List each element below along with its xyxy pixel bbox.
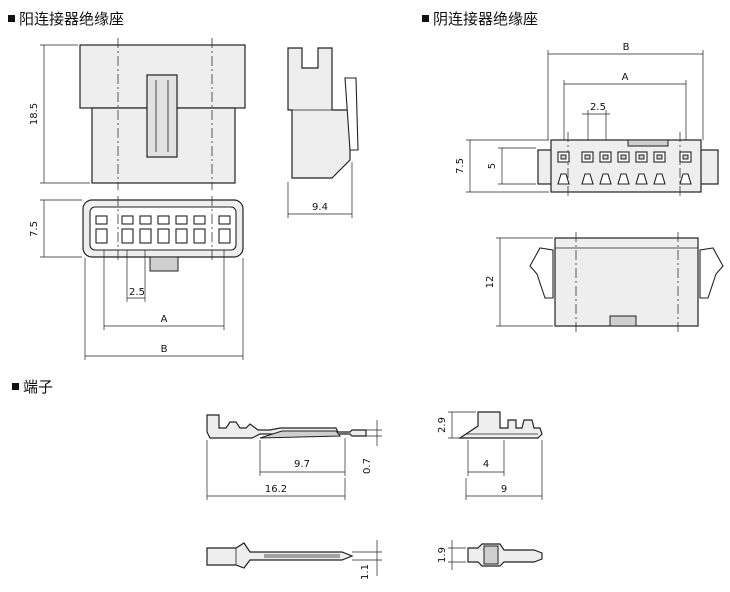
male-face-latch [149,256,179,272]
dim-male-a: A [161,314,168,325]
dim-female-pitch: 2.5 [590,102,606,113]
female-right-arm [699,247,724,299]
male-face-view: 7.5 2.5 A B [29,196,244,360]
male-housing-heading: 阳连接器绝缘座 [8,8,124,29]
female-side-body [554,237,699,327]
male-side-lock [344,77,359,151]
female-side-view: 12 [485,232,724,332]
dim-male-height: 18.5 [29,103,40,125]
male-side-body [287,47,351,179]
terminal-title: 端子 [23,378,54,396]
dim-male-front-height: 7.5 [29,221,40,237]
male-side-view: 9.4 [287,47,359,218]
dim-female-side-height: 12 [485,276,496,289]
female-top-ridge [627,139,669,147]
dim-terminal-total-length: 16.2 [265,484,287,495]
dim-terminal-crimp-length: 9.7 [294,459,310,470]
dim-female-b: B [623,42,630,53]
female-right-tab [699,149,719,185]
male-cavities [95,215,231,244]
dim-terminal-width-right: 1.9 [437,547,448,563]
dim-terminal-barrel: 4 [483,459,489,470]
dim-male-depth: 9.4 [312,202,328,213]
bullet-square-icon [422,15,429,22]
female-side-latch [609,315,637,327]
female-housing-title: 阴连接器绝缘座 [433,10,539,28]
bullet-square-icon [8,15,15,22]
terminal-top-barrel-right [483,545,499,565]
male-housing-title: 阳连接器绝缘座 [19,10,125,28]
terminal-top-body-left [206,542,354,569]
terminal-heading: 端子 [12,376,53,397]
male-front-view: 18.5 [29,38,246,190]
dim-terminal-thickness: 0.7 [362,458,373,474]
dim-female-height-inner: 5 [487,163,498,169]
dim-male-b: B [161,344,168,355]
terminal-side-spring [259,430,342,439]
terminal-top-view-right: 1.9 [437,540,543,570]
dim-female-a: A [622,72,629,83]
female-top-view: B A 2.5 [455,42,719,198]
terminal-side-view: 9.7 16.2 0.7 [206,414,382,500]
terminal-top-view-left: 1.1 [206,540,382,580]
terminal-end-view: 2.9 4 9 [437,411,543,500]
terminal-end-body [458,411,543,439]
dim-male-pitch: 2.5 [129,287,145,298]
dim-terminal-end-length: 9 [501,484,507,495]
male-latch [146,74,178,158]
dim-terminal-width-left: 1.1 [360,564,371,580]
dim-female-height-outer: 7.5 [455,158,466,174]
female-housing-heading: 阴连接器绝缘座 [422,8,538,29]
female-cavities [557,151,692,185]
bullet-square-icon [12,383,19,390]
dim-terminal-height: 2.9 [437,417,448,433]
female-left-arm [529,247,554,299]
terminal-top-body-right [467,543,543,567]
